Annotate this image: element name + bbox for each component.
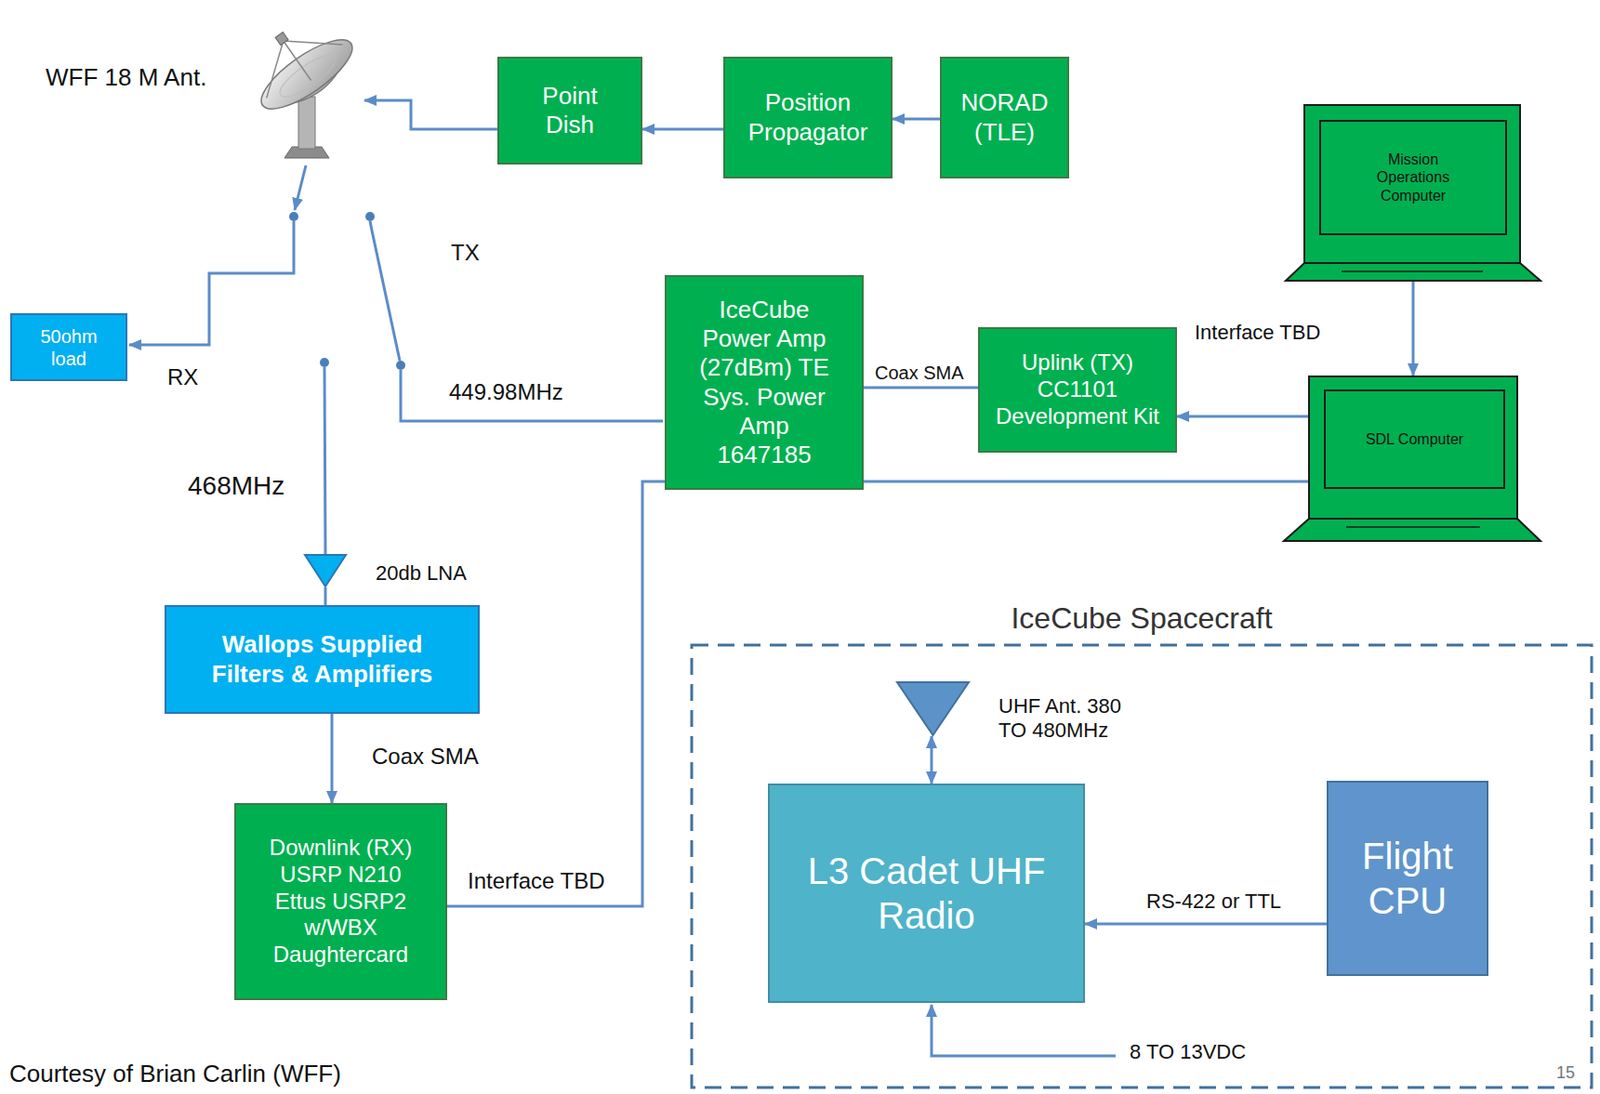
connector [863,386,979,390]
node-label: NORAD (TLE) [953,88,1057,146]
shape-outline [304,554,347,588]
node-label: Flight CPU [1337,833,1478,924]
process-box: Position Propagator [723,56,893,179]
signal-label: Courtesy of Brian Carlin (WFF) [7,1059,344,1089]
node-label: Downlink (RX) USRP N210 Ettus USRP2 w/WB… [262,834,421,969]
switch-arm [370,221,400,361]
antenna-dish: WFF 18 M Ant. [37,7,365,166]
shape-outline [1283,375,1541,542]
connector [930,736,934,784]
node-label: 20db LNA [375,561,467,586]
computer-laptop: SDL Computer [1283,375,1541,542]
connector-label: Coax SMA [369,743,482,771]
process-box: Point Dish [497,56,643,165]
feed-line [294,165,306,211]
node-label: SDL Computer [1365,430,1464,449]
connector [1176,415,1310,419]
connector [642,128,724,132]
amplifier-symbol: 20db LNA [304,554,347,588]
rx-wire [129,221,294,345]
connector [1084,923,1327,926]
node-label: WFF 18 M Ant. [45,63,207,93]
cpu-box: Flight CPU [1326,780,1489,977]
connector-label: RS-422 or TTL [1143,889,1284,914]
process-box: IceCube Power Amp (27dBm) TE Sys. Power … [664,275,864,490]
load-box: 50ohm load [10,313,128,382]
node-label: Uplink (TX) CC1101 Development Kit [993,349,1162,430]
connector [330,714,334,804]
node-label: IceCube Power Amp (27dBm) TE Sys. Power … [689,295,839,470]
node-label: Position Propagator [738,88,878,146]
spacecraft-boundary: IceCube SpacecraftUHF Ant. 380 TO 480MHz… [689,643,1594,1090]
rx-468-wire [324,367,326,555]
node-label: 50ohm load [31,325,106,371]
shape-outline [896,681,970,737]
process-box: Uplink (TX) CC1101 Development Kit [978,327,1177,453]
switch-contact [289,211,299,222]
connector-label: Coax SMA [872,361,967,384]
tx-wire [400,370,663,422]
connector [892,118,940,121]
power-wire [931,1004,1116,1057]
laptop-screen: Mission Operations Computer [1320,120,1507,235]
node-label: Mission Operations Computer [1357,150,1469,205]
switch-contact [365,211,375,222]
process-box: NORAD (TLE) [939,56,1070,179]
signal-label: RX [165,364,200,392]
signal-label: 8 TO 13VDC [1127,1040,1248,1065]
process-box: Wallops Supplied Filters & Amplifiers [164,605,480,715]
signal-label: TX [449,239,482,267]
switch-contact [319,357,330,368]
page-number: 15 [1554,1063,1577,1085]
node-label: L3 Cadet UHF Radio [787,848,1067,939]
switch-contact [396,360,406,371]
radio-box: L3 Cadet UHF Radio [767,783,1085,1004]
node-label: Wallops Supplied Filters & Amplifiers [183,630,463,688]
node-label: Point Dish [532,81,608,140]
computer-laptop: Mission Operations Computer [1285,104,1541,281]
lna-wire [324,587,328,606]
node-label: IceCube Spacecraft [1004,600,1278,636]
connector-label: Interface TBD [1191,320,1323,345]
signal-label: 468MHz [185,470,287,503]
process-box: Downlink (RX) USRP N210 Ettus USRP2 w/WB… [234,803,448,1001]
laptop-screen: SDL Computer [1324,390,1505,489]
signal-label: 449.98MHz [447,379,566,407]
connector [1412,280,1415,376]
antenna-symbol: UHF Ant. 380 TO 480MHz [896,681,970,737]
node-label: UHF Ant. 380 TO 480MHz [998,694,1152,744]
connector-label: Interface TBD [464,868,609,896]
connector [364,100,498,130]
